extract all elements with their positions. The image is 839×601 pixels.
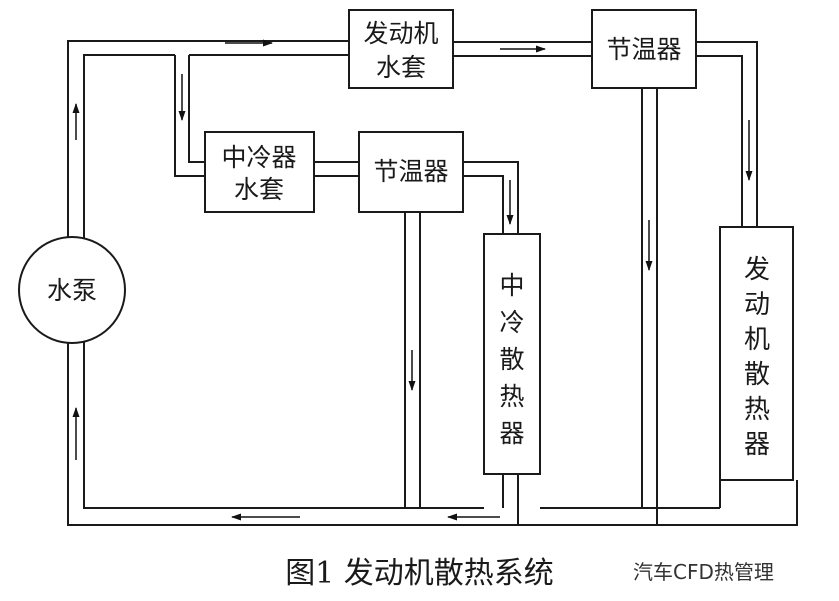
water-pump-box	[18, 236, 126, 344]
vlabel-ic-char: 中	[499, 271, 524, 300]
engine-jacket-label-2: 水套	[376, 53, 426, 82]
watermark: 汽车CFD热管理	[633, 560, 774, 584]
pipes	[67, 40, 798, 526]
intercooler-jacket-box	[204, 131, 315, 213]
vlabel-er-char: 器	[744, 430, 770, 460]
vlabel-ic-char: 冷	[499, 308, 524, 337]
pipe-outer-top	[67, 40, 349, 250]
water-pump-label: 水泵	[47, 276, 97, 305]
engine-jacket-label-1: 发动机	[363, 19, 438, 48]
vlabel-ic-char: 热	[499, 382, 524, 411]
thermostat-mid-label: 节温器	[373, 157, 448, 186]
vlabel-er-char: 散	[744, 360, 770, 390]
intercooler-jacket-label-1: 中冷器	[221, 143, 296, 172]
flow-arrows	[72, 39, 753, 521]
engine-jacket-box	[348, 9, 454, 89]
intercooler-jacket-label-2: 水套	[234, 175, 284, 204]
pipe-inner-bottom	[83, 330, 484, 509]
thermostat-top-label: 节温器	[606, 35, 681, 64]
engine-radiator-box	[719, 226, 794, 481]
vlabel-er-char: 发	[744, 255, 770, 285]
intercooler-radiator-box	[483, 233, 541, 475]
vlabel-er-char: 机	[744, 325, 770, 355]
figure-caption: 图1 发动机散热系统	[285, 556, 554, 591]
thermostat-top-box	[591, 9, 697, 89]
vlabel-er-char: 热	[744, 395, 770, 425]
vlabel-ic-char: 散	[499, 345, 524, 374]
vlabel-er-char: 动	[744, 290, 770, 320]
thermostat-mid-box	[358, 131, 464, 213]
vlabel-ic-char: 器	[499, 419, 524, 448]
pipe-inner-top	[83, 54, 175, 250]
pipe-outer-bottom	[67, 330, 798, 526]
